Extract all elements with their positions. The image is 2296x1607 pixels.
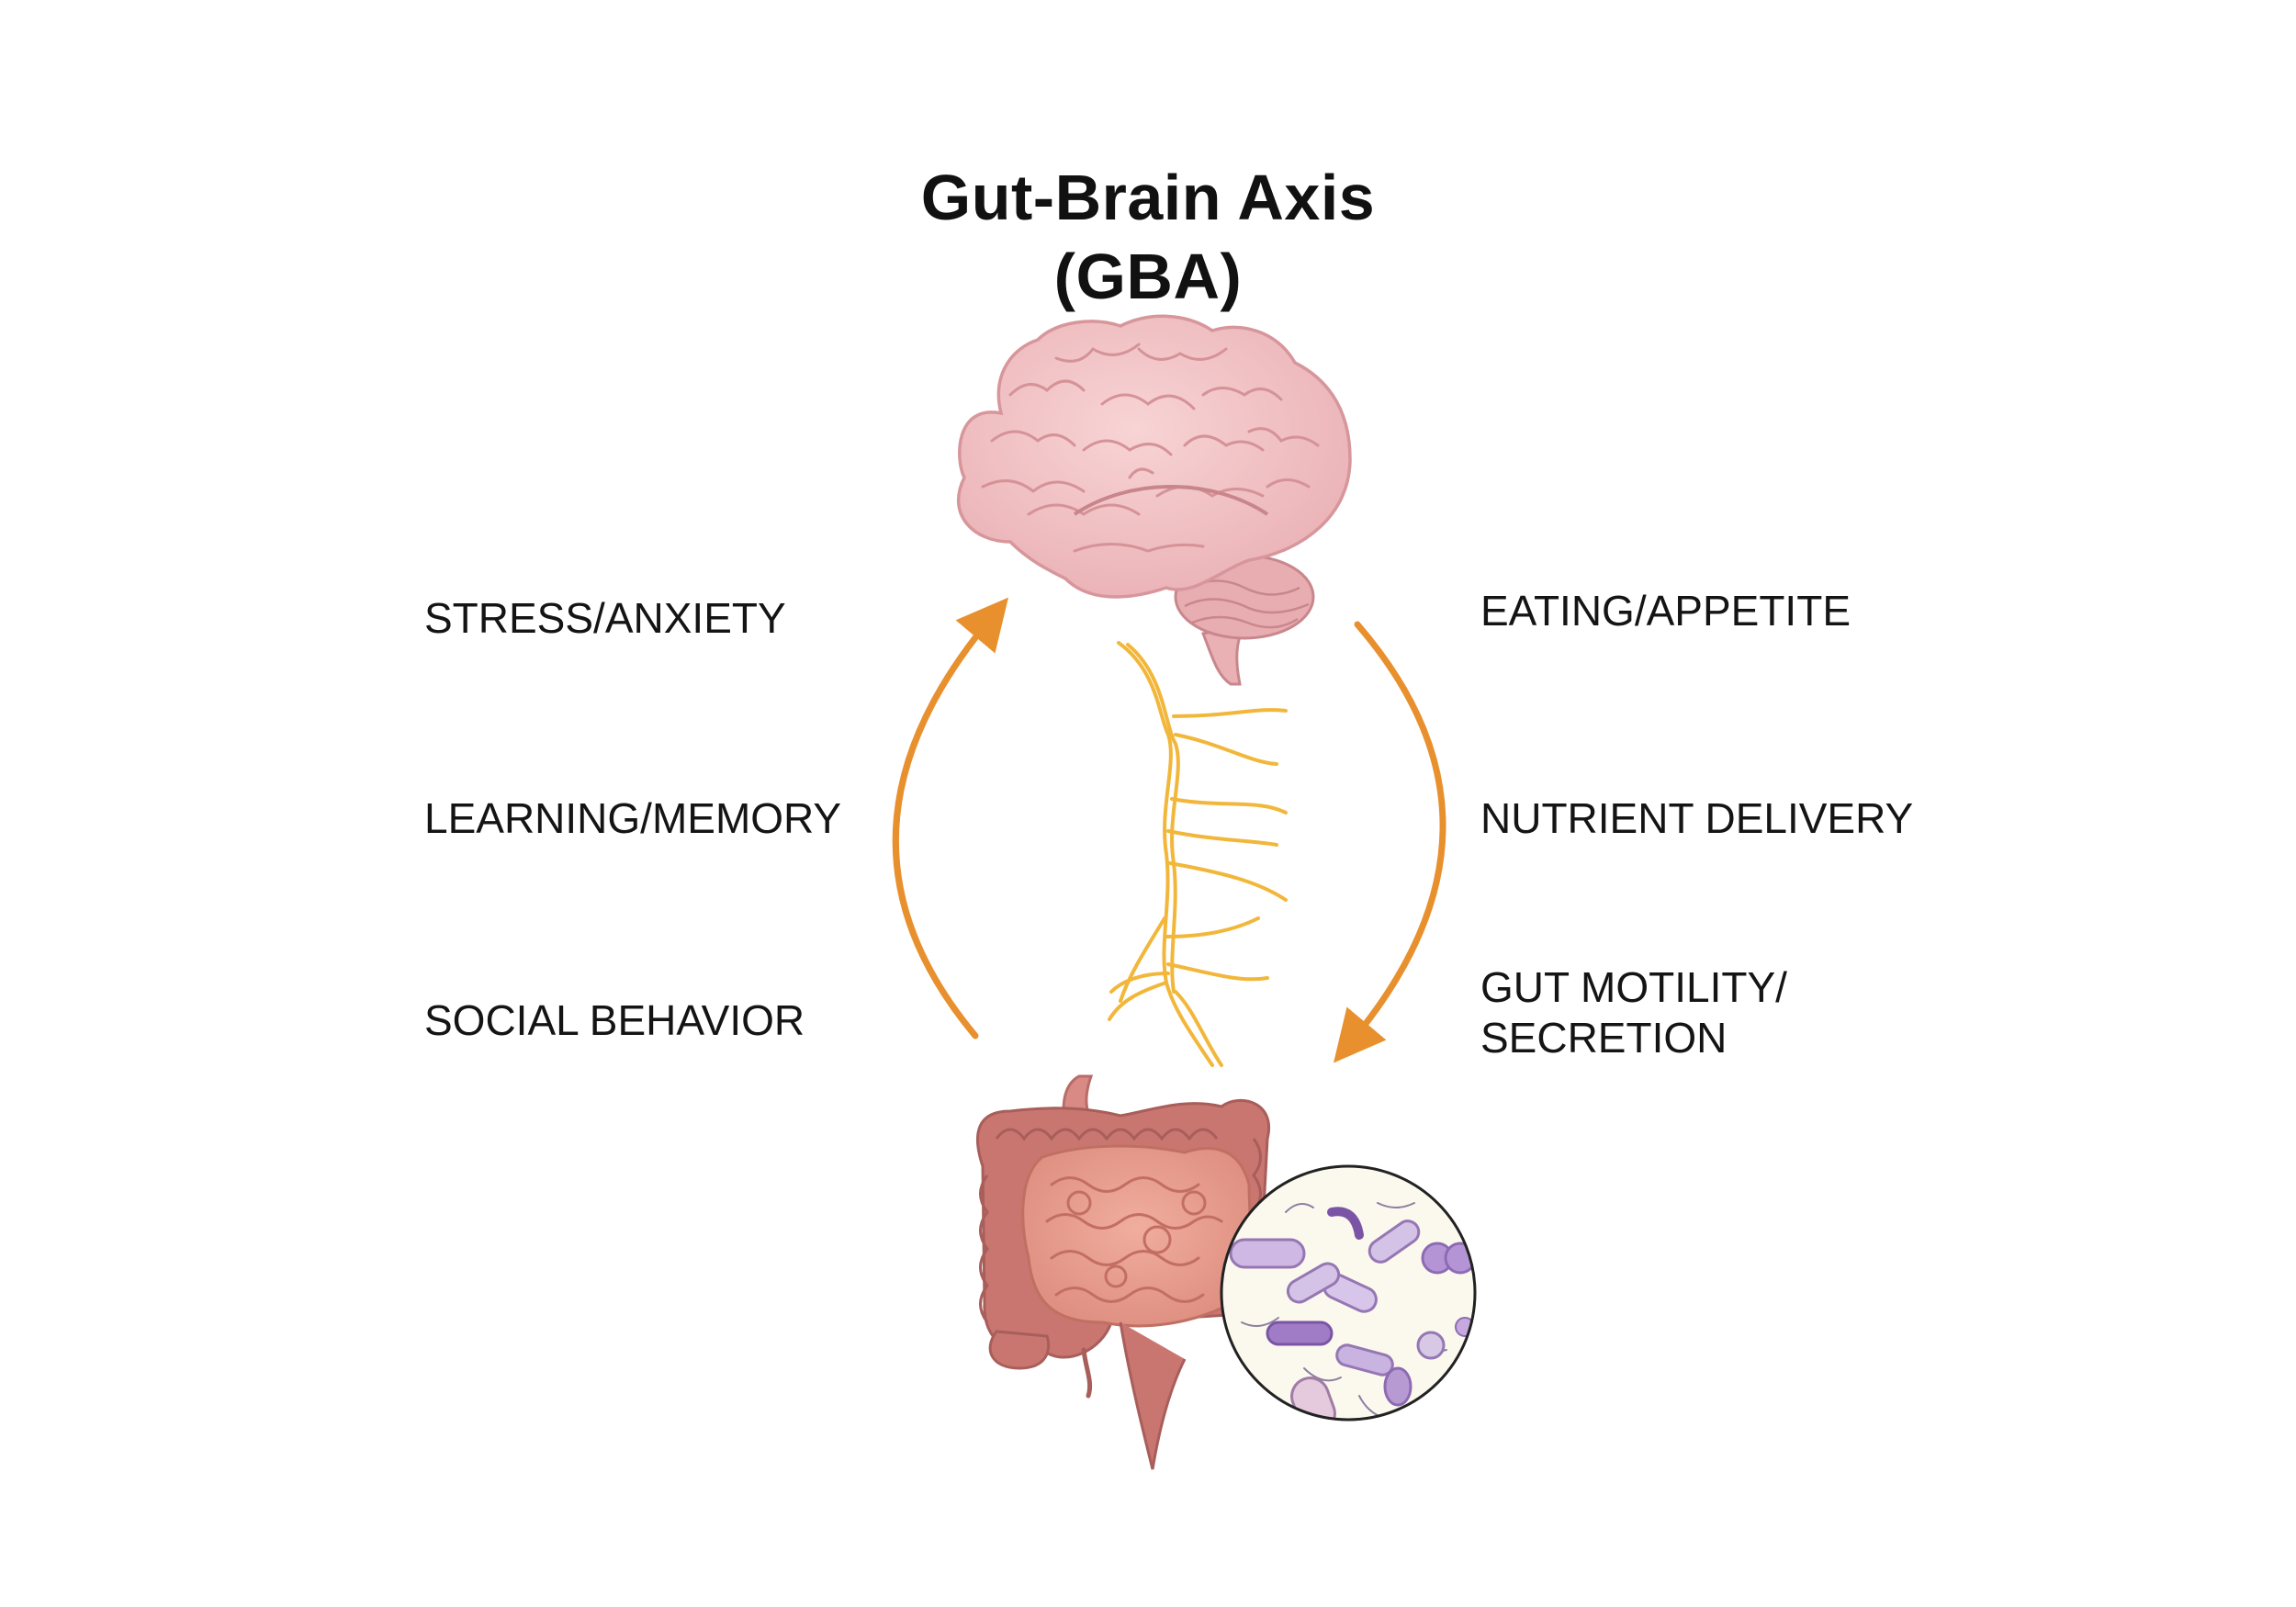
label-nutrient-delivery: NUTRIENT DELIVERY [1480,794,1914,842]
down-arrow-icon [1334,621,1446,1063]
diagram-title: Gut-Brain Axis (GBA) [689,161,1607,313]
title-line-2: (GBA) [1053,241,1243,312]
label-secretion: SECRETION [1480,1014,1728,1062]
gut-microbiota-icon [1220,1164,1477,1422]
label-gut-motility: GUT MOTILITY/ [1480,963,1787,1011]
label-eating-appetite: EATING/APPETITE [1480,587,1851,635]
title-line-1: Gut-Brain Axis [920,162,1376,233]
label-learning-memory: LEARNING/MEMORY [424,794,842,842]
brain-icon [957,314,1352,686]
label-social-behavior: SOCIAL BEHAVIOR [424,996,805,1044]
intestine-icon [976,1074,1271,1470]
up-arrow-icon [892,597,1009,1039]
label-stress-anxiety: STRESS/ANXIETY [424,594,786,642]
vagus-nerve-icon [1108,641,1288,1067]
